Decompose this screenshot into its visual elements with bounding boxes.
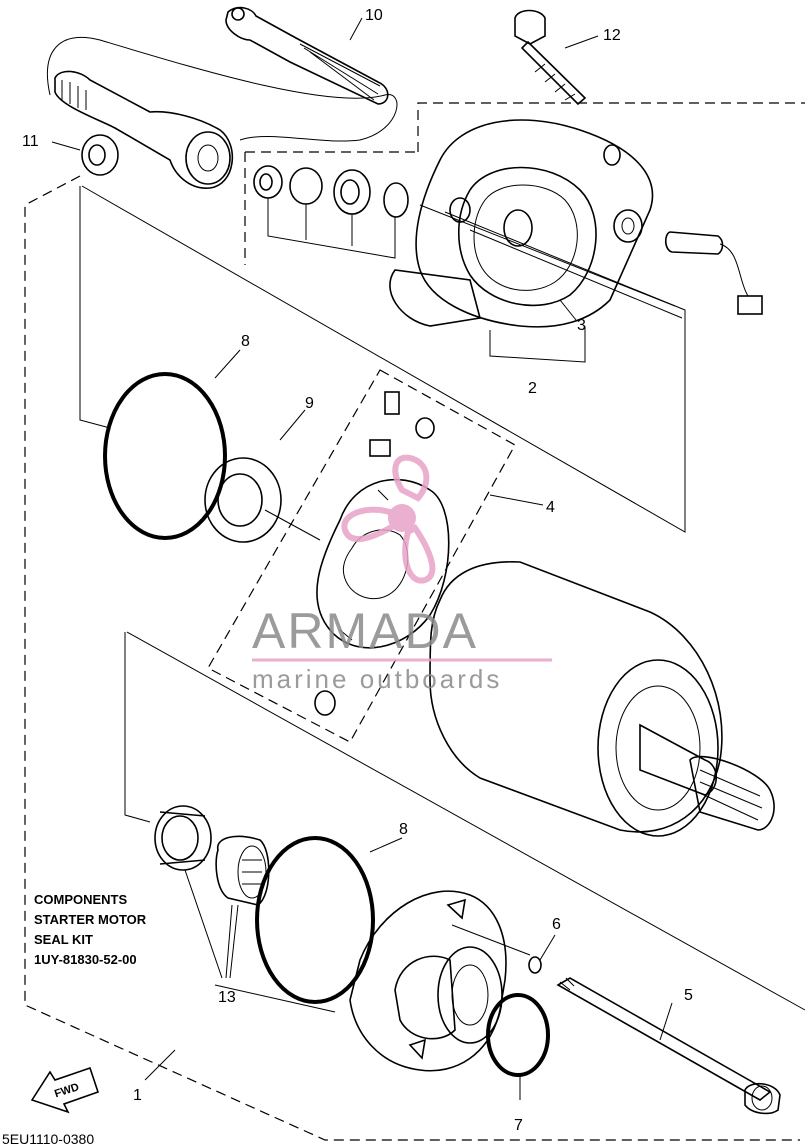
fwd-label: FWD [53,1081,81,1100]
fwd-arrow-icon [30,1066,100,1114]
callout-10[interactable]: 10 [365,7,383,24]
kit-line-2: STARTER MOTOR [34,912,147,927]
guide-lines [79,185,806,1011]
o-ring-part-7 [486,993,550,1077]
terminal-bolt-part-10 [225,6,389,105]
propeller-logo-icon [341,454,436,584]
kit-part-number: 1UY-81830-52-00 [34,952,137,967]
upper-boundary [417,102,805,152]
o-ring-part-8-upper [103,372,227,540]
callout-11[interactable]: 11 [22,133,39,150]
callout-9[interactable]: 9 [305,395,314,412]
yoke-armature [429,561,775,837]
seal-part-11 [81,134,119,176]
watermark-title: ARMADA [252,603,478,659]
callout-1[interactable]: 1 [133,1087,142,1104]
washer-row [253,165,409,259]
o-ring-part-6 [528,956,542,974]
callout-3[interactable]: 3 [577,317,586,334]
front-cover [349,890,531,1072]
watermark: ARMADA marine outboards [252,454,552,694]
callout-8-upper[interactable]: 8 [241,333,250,350]
callout-6[interactable]: 6 [552,916,561,933]
callout-5[interactable]: 5 [684,987,693,1004]
callout-8-lower[interactable]: 8 [399,821,408,838]
callout-12[interactable]: 12 [603,27,621,44]
callout-2[interactable]: 2 [528,380,537,397]
lead-wire-loop [46,36,398,142]
terminal-assembly [54,70,234,189]
assembly-boundary [24,175,800,1141]
kit-line-3: SEAL KIT [34,932,93,947]
diagram-code: 5EU1110-0380 [2,1131,94,1146]
callout-7[interactable]: 7 [514,1117,523,1134]
bearing-part-13 [154,805,336,1013]
brush-holder-part-4 [314,391,450,716]
bolt-part-12 [514,9,587,106]
washer-part-9 [204,457,321,543]
callout-4[interactable]: 4 [546,499,555,516]
brush-holder-boundary [207,369,516,743]
rear-cover-housing [389,119,763,363]
harness-boundary [244,151,418,265]
kit-line-1: COMPONENTS [34,892,128,907]
through-bolt-part-5 [556,977,781,1115]
o-ring-part-8-lower [255,836,375,1004]
watermark-subtitle: marine outboards [252,664,502,694]
callout-13[interactable]: 13 [218,989,236,1006]
